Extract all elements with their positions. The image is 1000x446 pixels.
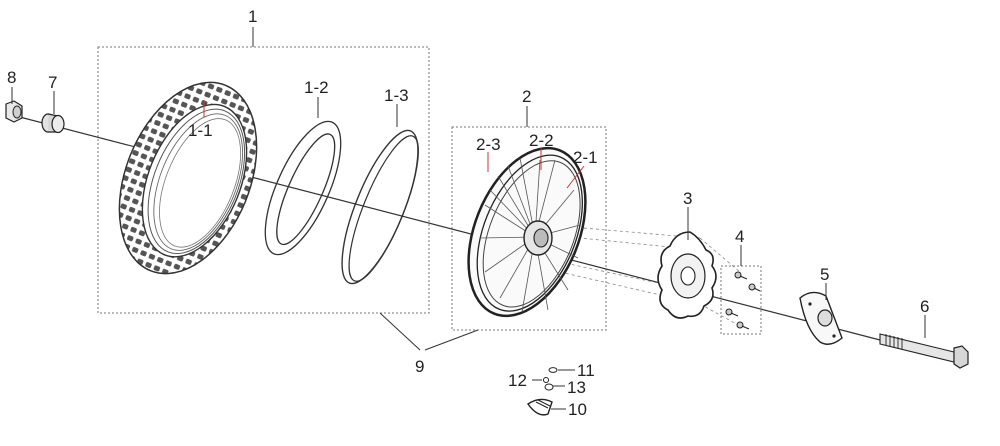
label-2-1: 2-1 — [573, 148, 598, 167]
leader-lines-red — [203, 100, 585, 189]
leader-lines — [11, 27, 926, 410]
label-1-2: 1-2 — [304, 78, 329, 97]
label-1-3: 1-3 — [384, 86, 409, 105]
axle-part-6 — [879, 333, 969, 369]
label-4: 4 — [735, 227, 744, 246]
label-1: 1 — [248, 7, 257, 26]
label-7: 7 — [48, 73, 57, 92]
label-3: 3 — [683, 189, 692, 208]
inner-tube-part-1-2 — [264, 120, 342, 256]
label-13: 13 — [567, 378, 586, 397]
tire-part-1-1 — [118, 81, 258, 275]
spacer-part-7 — [41, 113, 65, 134]
label-2-3: 2-3 — [476, 135, 501, 154]
label-11: 11 — [577, 361, 595, 380]
label-2: 2 — [522, 87, 531, 106]
label-9: 9 — [415, 357, 424, 376]
label-8: 8 — [7, 68, 16, 87]
label-1-1: 1-1 — [188, 121, 213, 140]
drive-parts-10-13 — [527, 367, 558, 416]
label-12: 12 — [508, 371, 527, 390]
axle-nut-part-8 — [5, 100, 23, 123]
label-10: 10 — [568, 400, 587, 419]
disc-guard-part-5 — [799, 291, 843, 345]
projection-lines — [559, 225, 741, 327]
label-6: 6 — [920, 297, 929, 316]
brake-disc-part-3 — [657, 231, 717, 319]
label-2-2: 2-2 — [529, 131, 554, 150]
label-5: 5 — [820, 265, 829, 284]
spoked-wheel-part-2 — [467, 146, 587, 318]
disc-bolts-part-4 — [725, 271, 761, 330]
part-labels: 1 1-1 1-2 1-3 2 2-1 2-2 2-3 3 4 5 6 7 8 … — [7, 7, 929, 419]
tire-group-box — [97, 46, 430, 314]
rim-band-part-1-3 — [341, 129, 419, 285]
